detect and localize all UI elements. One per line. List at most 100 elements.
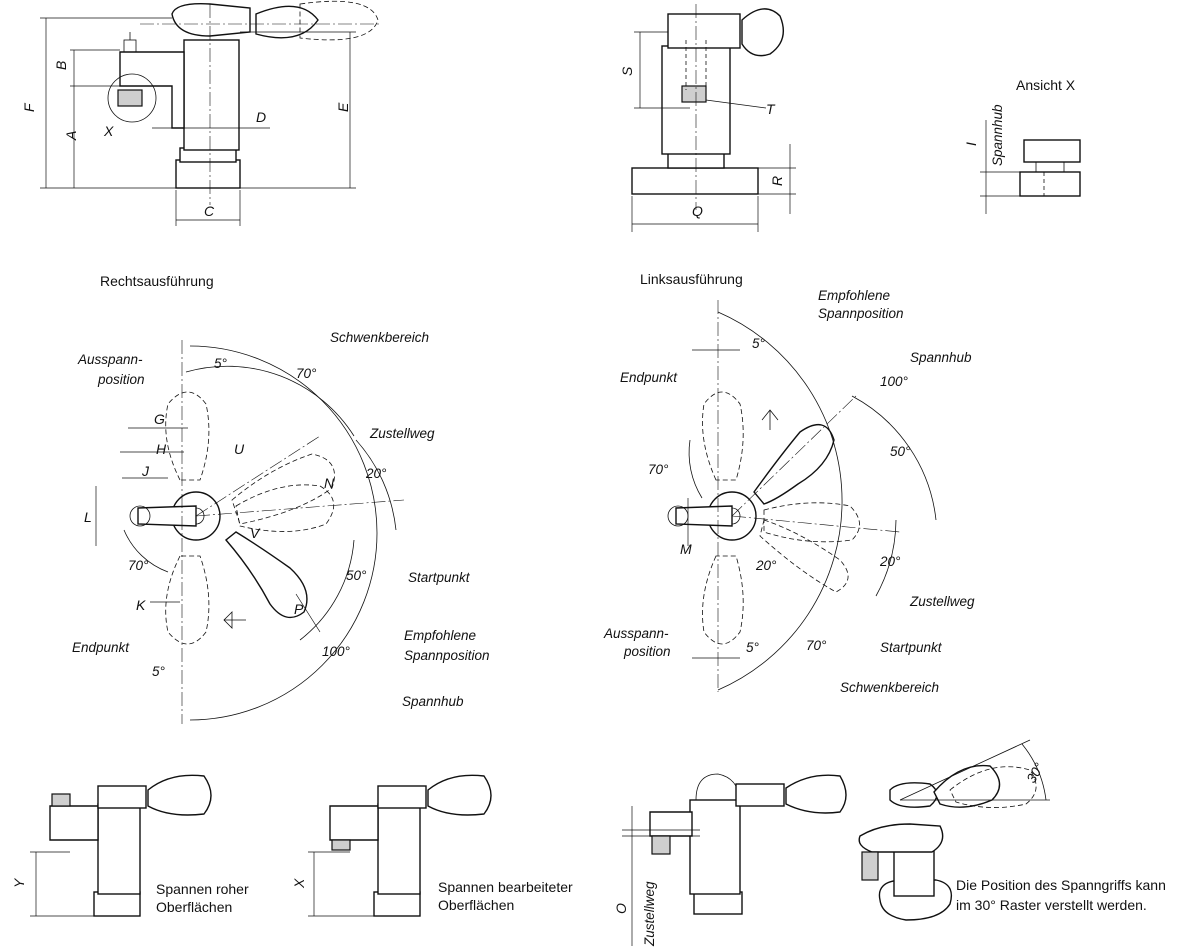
rechts-angle-50: 50°	[346, 568, 367, 583]
links-angle-100: 100°	[880, 374, 909, 389]
ansicht-x-heading: Ansicht X	[1016, 77, 1076, 93]
feed-arm	[649, 811, 693, 837]
top-view-links	[667, 300, 937, 692]
dim-T: T	[766, 101, 776, 117]
dim-V: V	[250, 525, 261, 541]
caption-raster-2: im 30° Raster verstellt werden.	[956, 897, 1147, 913]
raw-surface-view	[30, 774, 212, 917]
dim-C: C	[204, 203, 215, 219]
caption-bearb-2: Oberflächen	[438, 897, 514, 913]
rechts-ausspann-2: position	[97, 372, 145, 387]
links-ausspann-2: position	[623, 644, 671, 659]
links-ausspann-1: Ausspann-	[603, 626, 669, 641]
rechts-startpunkt: Startpunkt	[408, 570, 471, 585]
dim-Y: Y	[11, 877, 27, 888]
dim-B: B	[53, 61, 69, 70]
machined-surface-view	[308, 774, 492, 917]
dim-N: N	[324, 475, 335, 491]
rechts-angle-20: 20°	[365, 466, 387, 481]
raw-arm	[49, 805, 99, 841]
dim-U: U	[234, 441, 245, 457]
rechts-angle-70-top: 70°	[296, 366, 317, 381]
links-angle-5-bottom: 5°	[746, 640, 760, 655]
rechts-endpunkt: Endpunkt	[72, 640, 130, 655]
feed-hub	[735, 783, 785, 807]
handle-hub	[171, 3, 251, 37]
dim-Q: Q	[692, 203, 703, 219]
angle-30: 30°	[1024, 760, 1047, 786]
labels: F B A X D E C S T R Q Ansicht X I Spannh…	[11, 61, 1166, 947]
links-active-grip	[753, 423, 835, 505]
rechts-angle-100: 100°	[322, 644, 351, 659]
links-angle-20-right: 20°	[879, 554, 901, 569]
links-endpunkt: Endpunkt	[620, 370, 678, 385]
zustellweg-vertical: Zustellweg	[642, 881, 657, 947]
links-direction-arrow	[761, 409, 779, 430]
side-view-rechts	[40, 0, 380, 226]
links-zustellweg: Zustellweg	[909, 594, 975, 609]
feed-column	[689, 799, 741, 895]
rechts-heading: Rechtsausführung	[100, 273, 214, 289]
rechts-schwenkbereich: Schwenkbereich	[330, 330, 429, 345]
raw-base	[93, 891, 141, 917]
machined-grip	[427, 774, 492, 816]
dim-G: G	[154, 411, 165, 427]
dim-K: K	[136, 597, 146, 613]
rechts-active-grip	[224, 531, 308, 619]
machined-base	[373, 891, 421, 917]
dim-D: D	[256, 109, 266, 125]
pad-bottom	[1019, 171, 1081, 197]
links-angle-50: 50°	[890, 444, 911, 459]
rechts-ausspann-1: Ausspann-	[77, 352, 143, 367]
rechts-arm	[137, 505, 197, 527]
dim-I: I	[963, 142, 979, 146]
links-angle-70-bottom: 70°	[806, 638, 827, 653]
caption-bearb-1: Spannen bearbeiteter	[438, 879, 573, 895]
links-angle-20-center: 20°	[755, 558, 777, 573]
rechts-spannhub: Spannhub	[402, 694, 464, 709]
machined-hub	[377, 785, 427, 809]
base-foot	[175, 159, 241, 189]
raw-column	[97, 803, 141, 895]
dim-H: H	[156, 441, 167, 457]
dim-L: L	[84, 509, 92, 525]
caption-raster-1: Die Position des Spanngriffs kann	[956, 877, 1166, 893]
rechts-angle-5-top: 5°	[214, 356, 228, 371]
feed-grip	[785, 774, 847, 814]
front-view	[631, 4, 796, 232]
caption-roh-2: Oberflächen	[156, 899, 232, 915]
dim-J: J	[141, 463, 150, 479]
dim-X: X	[103, 123, 114, 139]
links-empfohlene-1: Empfohlene	[818, 288, 890, 303]
dim-S: S	[619, 66, 635, 76]
handle-grip	[255, 5, 319, 39]
dim-E: E	[335, 102, 351, 112]
links-angle-70: 70°	[648, 462, 669, 477]
dim-A: A	[63, 131, 79, 141]
links-spannhub: Spannhub	[910, 350, 972, 365]
dim-R: R	[769, 176, 785, 186]
links-angle-5-top: 5°	[752, 336, 766, 351]
isometric-view	[858, 739, 1050, 921]
machined-column	[377, 803, 421, 895]
pressure-pad	[117, 89, 143, 107]
screw-head	[123, 39, 137, 53]
machined-arm	[329, 805, 379, 841]
links-heading: Linksausführung	[640, 271, 743, 287]
links-schwenkbereich: Schwenkbereich	[840, 680, 939, 695]
iso-arm	[858, 823, 944, 853]
rechts-empfohlene-1: Empfohlene	[404, 628, 476, 643]
rechts-angle-5-bottom: 5°	[152, 664, 166, 679]
grip	[741, 8, 784, 57]
hub	[667, 13, 741, 49]
links-arm	[675, 505, 733, 527]
detail-x-circle	[107, 73, 157, 123]
raw-hub	[97, 785, 147, 809]
view-x	[980, 120, 1081, 214]
body-column	[183, 39, 240, 151]
top-view-rechts	[95, 340, 405, 724]
pad	[681, 85, 707, 103]
rechts-direction-arrow	[223, 611, 246, 629]
dim-F: F	[21, 102, 37, 112]
